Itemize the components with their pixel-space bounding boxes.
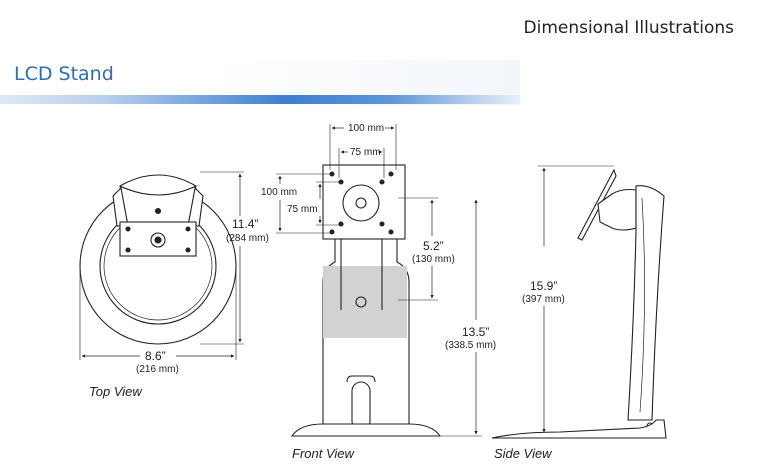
vesa-100-vertical: 100 mm [261,187,297,198]
side-base [491,419,667,439]
front-height-mm: (338.5 mm) [445,340,496,351]
vesa-75-horizontal: 75 mm [350,147,381,158]
top-view-label: Top View [89,384,142,399]
side-column [627,185,665,421]
vesa-75-vertical: 75 mm [287,204,318,215]
top-width-inches: 8.6” [145,349,166,363]
vesa-100-horizontal: 100 mm [348,123,384,134]
column-shaded-area [323,266,407,338]
front-view-drawing [276,124,482,437]
side-height-inches: 15.9” [530,279,557,293]
lift-mm: (130 mm) [412,254,455,265]
side-view-label: Side View [494,446,552,461]
stand-head-top [119,174,197,227]
lift-inches: 5.2” [423,239,444,253]
front-base [290,423,442,437]
top-view-drawing [79,171,244,360]
document-title: Dimensional Illustrations [523,18,735,38]
front-view-label: Front View [292,446,354,461]
top-height-mm: (284 mm) [226,233,269,244]
top-width-mm: (216 mm) [136,364,179,375]
top-height-inches: 11.4” [232,217,258,231]
section-title: LCD Stand [14,63,114,85]
side-height-mm: (397 mm) [522,294,565,305]
vesa-plate-front [322,164,406,240]
side-view-drawing [491,165,667,439]
section-gradient-bar [0,95,520,104]
side-monitor-edge [577,168,617,241]
front-height-inches: 13.5” [462,325,489,339]
